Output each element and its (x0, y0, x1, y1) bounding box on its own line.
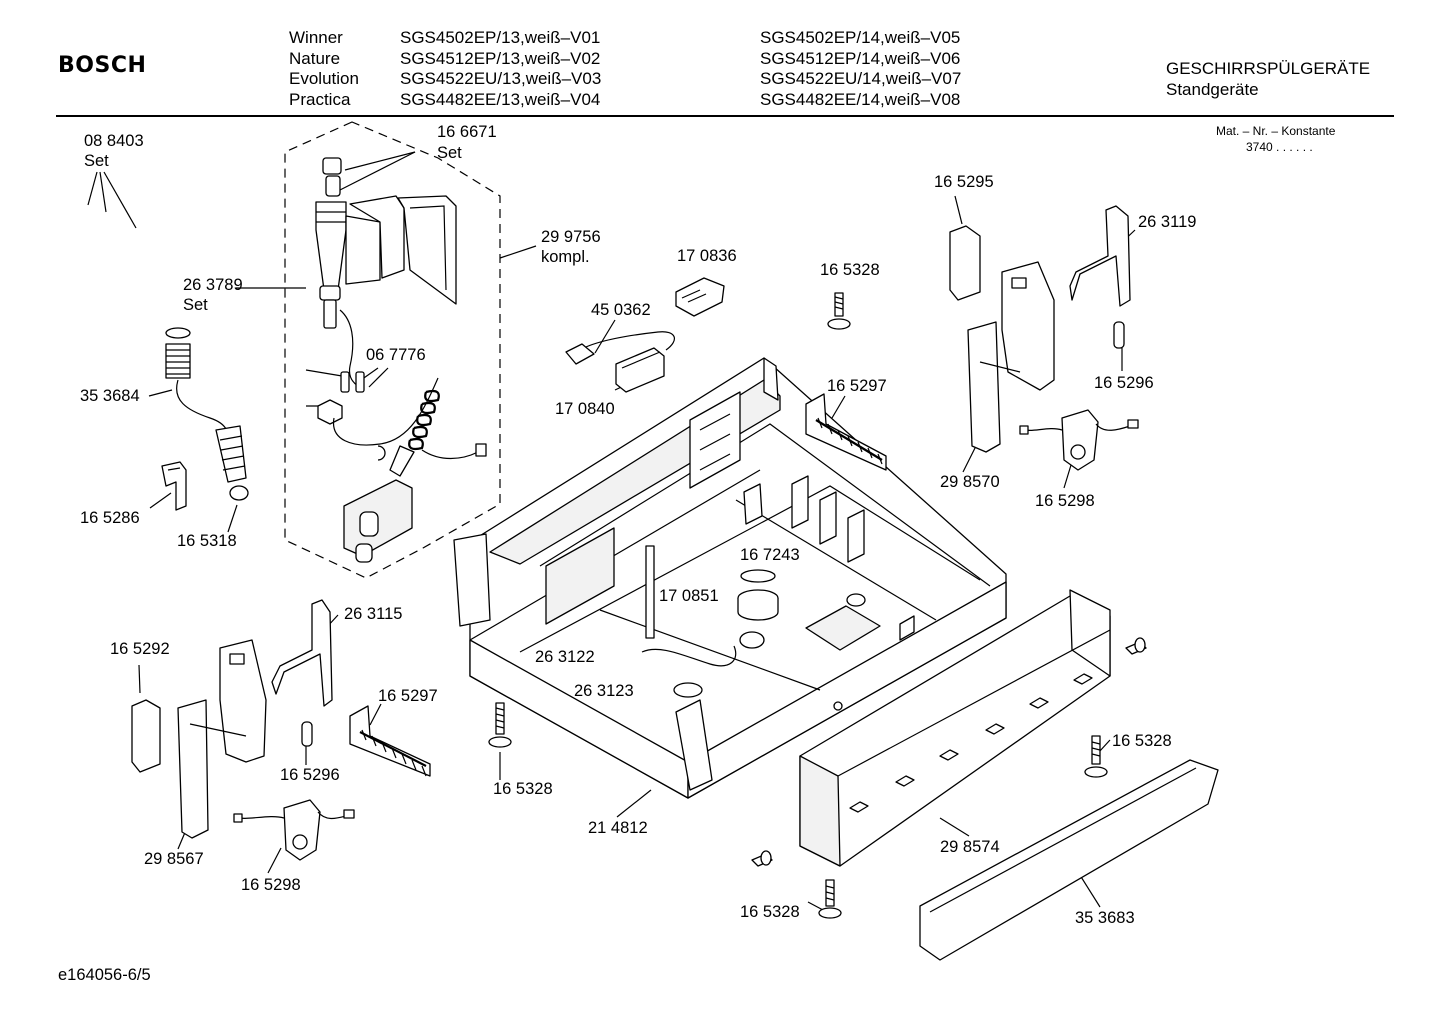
hose-assembly (161, 327, 249, 511)
part-label-170836: 17 0836 (677, 247, 737, 265)
part-label-167243: 16 7243 (740, 546, 800, 564)
model-name-3: Evolution (289, 69, 359, 88)
part-label-166671: 16 6671 (437, 123, 497, 141)
part-label-263123: 26 3123 (574, 682, 634, 700)
part-label-263119: 26 3119 (1138, 213, 1197, 231)
model-code-v02: SGS4512EP/13,weiß–V02 (400, 49, 601, 68)
model-code-v07: SGS4522EU/14,weiß–V07 (760, 69, 962, 88)
part-label-165297-left: 16 5297 (378, 687, 438, 705)
part-label-263122: 26 3122 (535, 648, 595, 666)
part-label-165328-right: 16 5328 (1112, 732, 1172, 750)
left-bracket-parts (131, 599, 431, 861)
sensor-parts (565, 277, 725, 393)
model-name-2: Nature (289, 49, 341, 68)
model-code-v04: SGS4482EE/13,weiß–V04 (400, 90, 601, 109)
inlet-valve-assembly (315, 157, 487, 563)
base-frame-214812 (453, 357, 1007, 799)
part-label-353683: 35 3683 (1075, 909, 1135, 927)
part-label-298574: 29 8574 (940, 838, 1000, 856)
category-title: GESCHIRRSPÜLGERÄTE (1166, 59, 1371, 78)
model-code-v05: SGS4502EP/14,weiß–V05 (760, 28, 961, 47)
part-label-263789: 26 3789 (183, 276, 243, 294)
mat-nr-value: 3740 . . . . . . (1246, 140, 1313, 154)
model-code-v08: SGS4482EE/14,weiß–V08 (760, 90, 961, 109)
mat-nr-label: Mat. – Nr. – Konstante (1216, 124, 1336, 138)
part-label-166671-set: Set (437, 144, 462, 162)
part-label-299756: 29 9756 (541, 228, 601, 246)
category-subtitle: Standgeräte (1166, 80, 1259, 99)
model-code-v03: SGS4522EU/13,weiß–V03 (400, 69, 602, 88)
kick-plate-298574 (799, 589, 1111, 867)
model-name-1: Winner (289, 28, 343, 47)
float-167243 (737, 569, 779, 621)
part-label-170840: 17 0840 (555, 400, 615, 418)
right-bracket-parts (949, 205, 1139, 471)
brand-logo: BOSCH (58, 53, 147, 78)
part-label-165295: 16 5295 (934, 173, 994, 191)
part-label-165286: 16 5286 (80, 509, 140, 527)
part-label-170851: 17 0851 (659, 587, 719, 605)
part-label-165328-top: 16 5328 (820, 261, 880, 279)
model-name-4: Practica (289, 90, 351, 109)
part-label-450362: 45 0362 (591, 301, 651, 319)
part-label-165328-bottom: 16 5328 (740, 903, 800, 921)
model-code-v01: SGS4502EP/13,weiß–V01 (400, 28, 601, 47)
part-label-165296-left: 16 5296 (280, 766, 340, 784)
drawing-code: e164056-6/5 (58, 966, 151, 984)
part-label-165296-right: 16 5296 (1094, 374, 1154, 392)
part-label-165298-right: 16 5298 (1035, 492, 1095, 510)
part-label-165298-left: 16 5298 (241, 876, 301, 894)
part-label-165297-right: 16 5297 (827, 377, 887, 395)
part-label-165292: 16 5292 (110, 640, 170, 658)
part-label-299756-kompl: kompl. (541, 248, 590, 266)
part-label-088403-set: Set (84, 152, 109, 170)
part-label-214812: 21 4812 (588, 819, 648, 837)
part-label-263789-set: Set (183, 296, 208, 314)
spring-bracket-upper (805, 393, 887, 471)
screws (488, 292, 1147, 919)
part-label-067776: 06 7776 (366, 346, 426, 364)
model-code-v06: SGS4512EP/14,weiß–V06 (760, 49, 961, 68)
base-trim-353683 (919, 759, 1219, 961)
part-label-165318: 16 5318 (177, 532, 237, 550)
part-label-165328-mid: 16 5328 (493, 780, 553, 798)
part-label-088403: 08 8403 (84, 132, 144, 150)
part-label-353684: 35 3684 (80, 387, 140, 405)
kit-outline-299756 (284, 121, 501, 579)
part-label-263115: 26 3115 (344, 605, 403, 623)
part-label-298567: 29 8567 (144, 850, 204, 868)
header-divider (56, 115, 1394, 117)
part-label-298570: 29 8570 (940, 473, 1000, 491)
